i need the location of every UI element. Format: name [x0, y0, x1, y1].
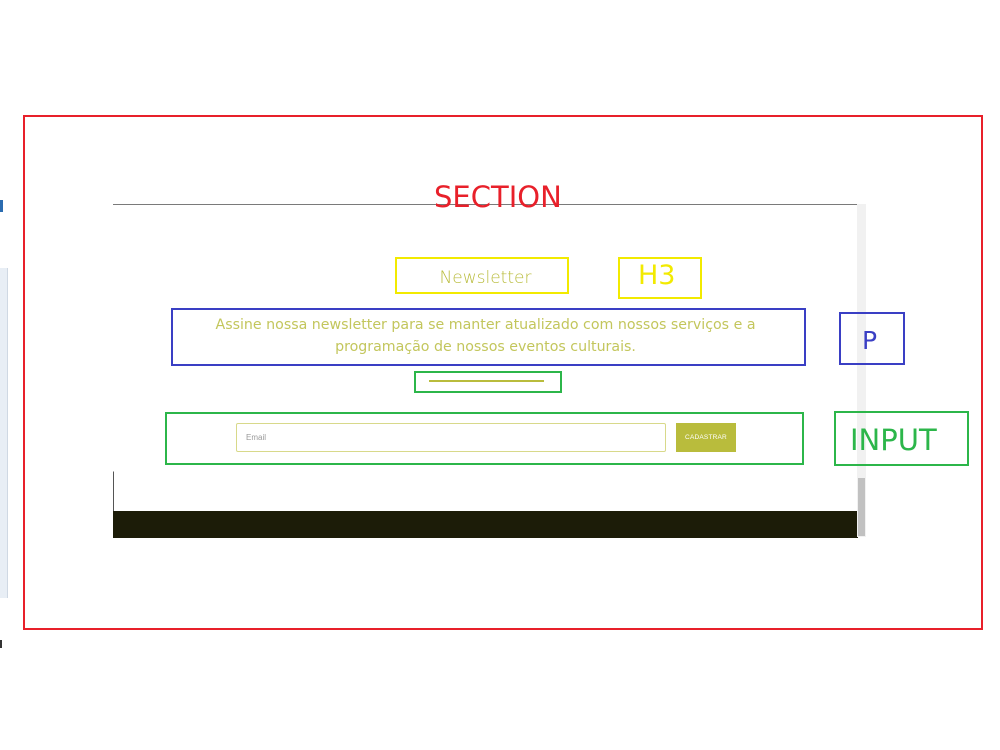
left-edge-artifact-bottom	[0, 640, 2, 648]
subscribe-button[interactable]: CADASTRAR	[676, 423, 736, 452]
newsletter-section-screenshot: Newsletter Assine nossa newsletter para …	[113, 204, 858, 538]
input-label: INPUT	[850, 423, 937, 457]
h3-label: H3	[638, 260, 676, 291]
divider-highlight-box	[414, 371, 562, 393]
h3-highlight-box	[395, 257, 569, 294]
page-footer-bar	[113, 511, 858, 538]
screenshot-edge	[113, 205, 114, 538]
p-label: P	[862, 326, 878, 355]
newsletter-divider	[429, 380, 544, 382]
section-label: SECTION	[434, 180, 562, 214]
newsletter-title: Newsletter	[439, 268, 532, 288]
left-edge-artifact	[0, 200, 3, 212]
p-label-box	[839, 312, 905, 365]
email-input[interactable]	[236, 423, 666, 452]
input-label-box	[834, 411, 969, 466]
scrollbar-thumb[interactable]	[858, 478, 865, 536]
left-edge-panel	[0, 268, 8, 598]
p-highlight-box	[171, 308, 806, 366]
newsletter-description: Assine nossa newsletter para se manter a…	[215, 317, 756, 355]
scrollbar-track[interactable]	[857, 204, 866, 537]
h3-label-box	[618, 257, 702, 299]
input-highlight-box	[165, 412, 804, 465]
section-annotation-box	[23, 115, 983, 630]
